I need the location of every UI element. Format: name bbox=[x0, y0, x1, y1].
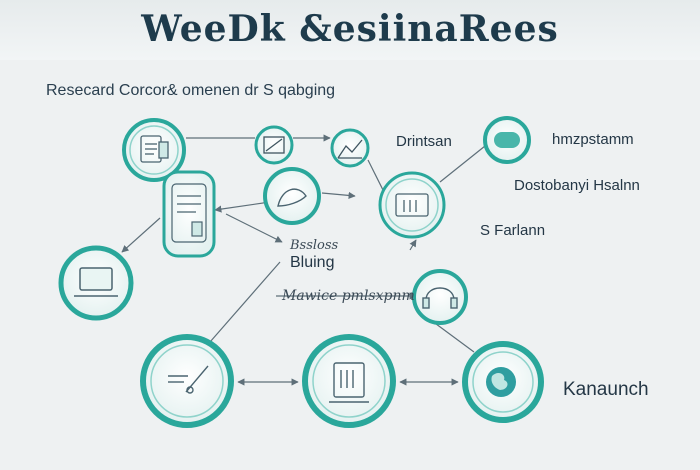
connector-line bbox=[209, 261, 281, 343]
title-band bbox=[0, 0, 700, 60]
node-tablet bbox=[302, 334, 396, 428]
node-pen-large bbox=[140, 334, 234, 428]
monitor-icon bbox=[395, 193, 429, 217]
diagram-subtitle: Resecard Corcor& omenen dr S qabging bbox=[46, 82, 336, 99]
laptop-icon bbox=[74, 267, 118, 297]
label-kanaunch: Kanaunch bbox=[563, 379, 649, 400]
connectors bbox=[121, 134, 491, 386]
node-chart bbox=[330, 128, 370, 168]
connector-arrow bbox=[121, 217, 161, 253]
label-bluing: Bluing bbox=[290, 254, 335, 271]
node-globe bbox=[462, 341, 544, 423]
node-edit bbox=[254, 125, 294, 165]
connector-line bbox=[367, 159, 384, 191]
connector-arrow bbox=[214, 201, 271, 213]
document-icon bbox=[171, 183, 207, 243]
capsule-icon bbox=[494, 132, 520, 148]
connector-line bbox=[439, 141, 491, 183]
label-bssloss: Bssloss bbox=[290, 238, 339, 253]
connector-arrow bbox=[321, 191, 356, 199]
node-sketch bbox=[263, 167, 321, 225]
node-document bbox=[162, 170, 216, 258]
headset-icon bbox=[422, 287, 458, 309]
label-dostobanyi: Dostobanyi Hsalnn bbox=[514, 177, 640, 194]
label-hmzpstamm: hmzpstamm bbox=[552, 131, 634, 148]
clipboard-icon bbox=[140, 135, 169, 163]
label-drintsan: Drintsan bbox=[396, 133, 452, 150]
node-headset bbox=[412, 269, 468, 325]
pen-icon bbox=[263, 136, 285, 154]
label-sfarlann: S Farlann bbox=[480, 222, 546, 239]
page-title: WeeDk &esiinaRees bbox=[141, 8, 559, 50]
node-display bbox=[378, 171, 446, 239]
label-mawice: Mawice pmlsxpnm bbox=[282, 288, 415, 304]
pen-large-icon bbox=[168, 365, 209, 394]
node-laptop bbox=[58, 245, 134, 321]
tablet-icon bbox=[329, 362, 369, 403]
node-capsule bbox=[483, 116, 531, 164]
connector-arrow bbox=[225, 213, 283, 243]
globe-icon bbox=[486, 367, 516, 397]
sketch-icon bbox=[277, 188, 307, 207]
connector-arrow bbox=[409, 239, 417, 251]
chart-icon bbox=[337, 139, 363, 159]
node-clipboard bbox=[122, 118, 186, 182]
